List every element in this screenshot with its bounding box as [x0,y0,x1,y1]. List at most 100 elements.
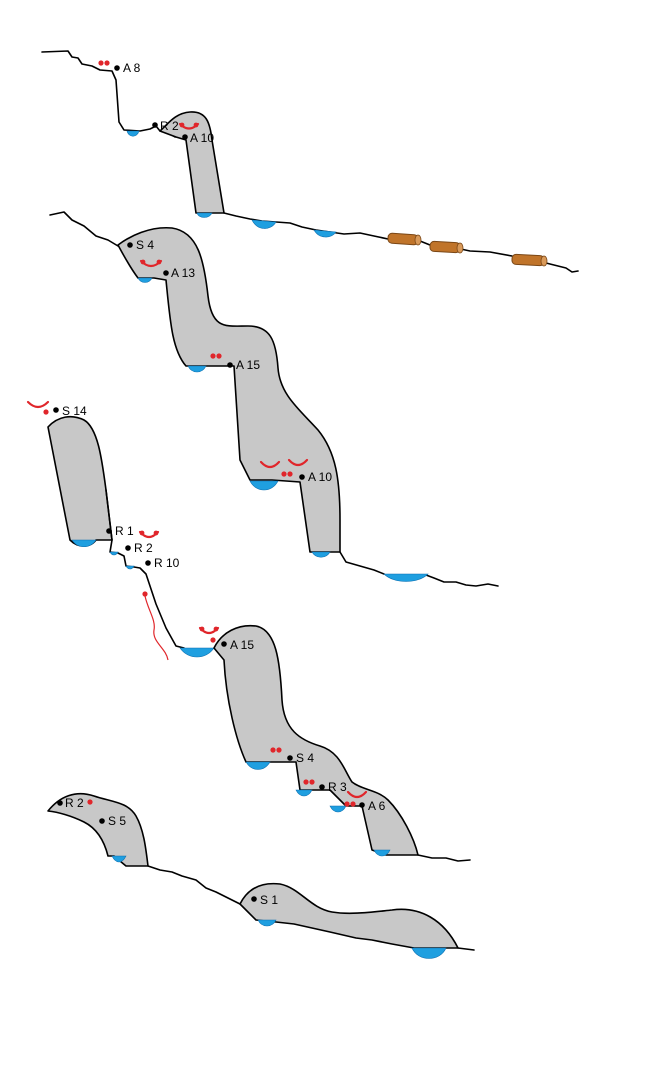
anchor-bolt [140,259,146,265]
anchor-label: A 15 [230,638,254,652]
water-pool [187,365,207,373]
anchor-point [145,560,151,566]
section-6: R 2 S 5 [47,792,241,905]
anchor-hanger [26,400,50,409]
section-5: A 15 S 4 R 3 A 6 [179,624,471,862]
water-pool [71,539,97,548]
anchor-bolt [303,779,309,785]
anchor-point [287,755,293,761]
anchor-point [182,134,188,140]
water-pool [137,277,153,283]
section-3: S 4 A 13 A 15 A 10 [117,226,499,587]
log-icon [429,240,464,254]
anchor-point [152,122,158,128]
anchor-label: A 13 [171,266,195,280]
log-icon [387,232,422,246]
terrain-line [339,551,499,587]
anchor-bolt [98,60,104,66]
anchor-label: A 6 [368,799,386,813]
anchor-bolt [287,471,293,477]
section-1: A 8 R 2 A 10 [41,50,225,218]
anchor-bolt [87,799,93,805]
water-pool [329,805,347,813]
water-pool [125,565,135,570]
anchor-label: R 1 [115,524,134,538]
anchor-label: R 3 [328,780,347,794]
anchor-point [359,802,365,808]
anchor-label: S 4 [136,238,154,252]
anchor-label: A 15 [236,358,260,372]
anchor-hanger [259,460,281,469]
anchor-hanger [287,458,309,467]
rock-wall [47,415,113,547]
anchor-point [227,362,233,368]
water-pool [383,573,429,582]
anchor-point [163,270,169,276]
anchor-bolt [276,747,282,753]
water-pool [411,947,447,959]
anchor-bolt [153,530,159,536]
water-pool [109,551,119,556]
anchor-label: S 1 [260,893,278,907]
anchor-bolt [270,747,276,753]
anchor-point [99,818,105,824]
anchor-point [106,528,112,534]
anchor-bolt [216,353,222,359]
anchor-bolt [43,409,49,415]
anchor-bolt [309,779,315,785]
section-7: S 1 [239,882,475,959]
anchor-point [127,242,133,248]
anchor-bolt [156,259,162,265]
water-pool [245,761,271,770]
anchor-bolt [104,60,110,66]
section-2 [49,211,579,273]
water-pool [249,480,279,491]
anchor-label: S 14 [62,404,87,418]
anchor-bolt [199,626,205,632]
anchor-label: R 2 [160,119,179,133]
anchor-point [251,896,257,902]
water-pool [311,551,331,558]
anchor-bolt [210,353,216,359]
water-pool [111,855,127,863]
anchor-label: R 2 [65,796,84,810]
anchor-bolt [193,122,199,128]
anchor-label: A 8 [123,61,141,75]
terrain-line [457,947,475,951]
water-pool [179,647,215,658]
anchor-point [299,474,305,480]
water-pool [251,219,277,229]
terrain-line [147,865,241,905]
rock-wall [213,624,419,856]
anchor-bolt [179,122,185,128]
terrain-line [49,211,579,273]
anchor-label: R 10 [154,556,180,570]
log-icon [511,253,548,267]
rope [144,595,169,661]
terrain-line [417,854,471,862]
anchor-point [125,545,131,551]
anchor-bolt [139,530,145,536]
anchor-bolt [213,626,219,632]
anchor-label: S 4 [296,751,314,765]
water-pool [196,212,213,218]
water-pool [126,130,140,137]
water-pool [257,919,277,927]
anchor-bolt [142,591,148,597]
anchor-bolt [210,637,216,643]
anchor-point [114,65,120,71]
anchor-label: R 2 [134,541,153,555]
section-4: S 14 R 1 R 2 R 10 [26,400,185,661]
anchor-label: A 10 [308,470,332,484]
anchor-point [221,641,227,647]
terrain-line [41,50,176,138]
anchor-label: A 10 [190,131,214,145]
anchor-bolt [344,801,350,807]
rock-wall [239,882,459,949]
anchor-bolt [350,801,356,807]
anchor-hanger [346,790,368,799]
rock-wall [47,792,149,867]
anchor-point [53,407,59,413]
water-pool [313,229,337,238]
